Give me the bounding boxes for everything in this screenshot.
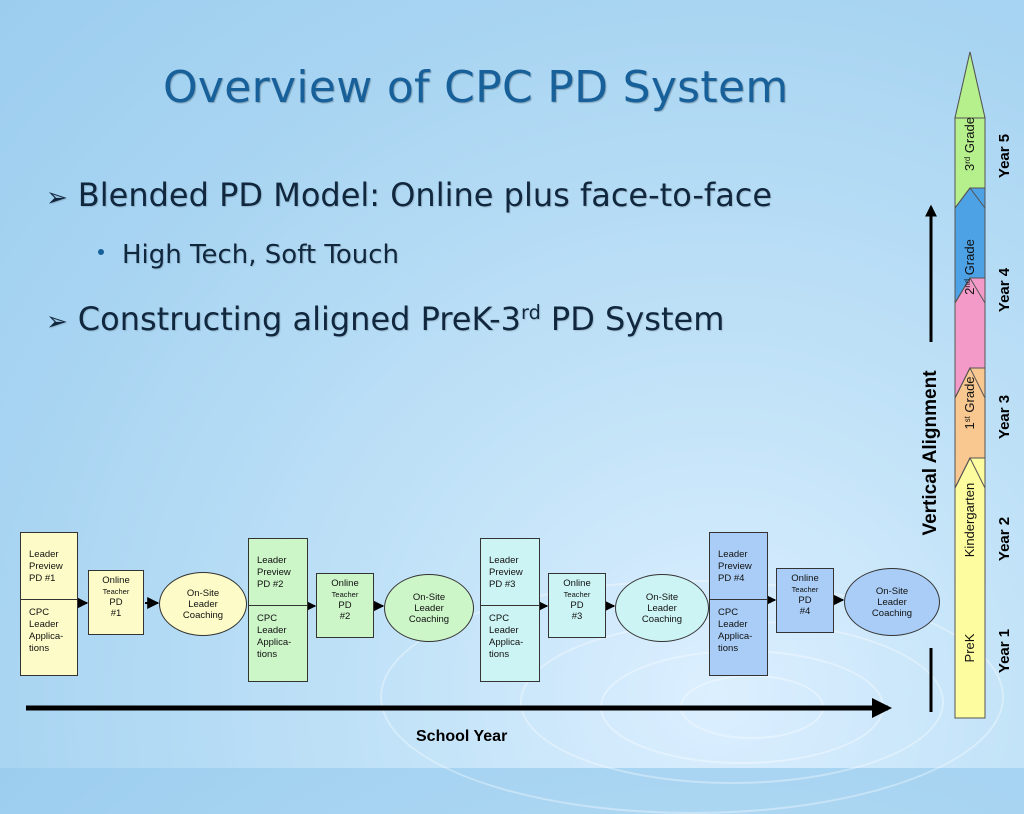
pd-label: PD: [338, 600, 352, 611]
bullet-text-pre: Constructing aligned PreK-3: [77, 300, 522, 338]
grade-column-outline: [954, 117, 986, 719]
grade3-sup: rd: [962, 156, 972, 164]
online-teacher-pd-2: Online Teacher PD #2: [316, 573, 374, 638]
leader-preview-label: Leader Preview PD #2: [257, 555, 291, 590]
box-divider: [21, 599, 77, 600]
slide-title: Overview of CPC PD System: [163, 62, 789, 113]
online-label: Online: [102, 575, 130, 586]
coaching-label: On-Site Leader Coaching: [641, 591, 683, 625]
coaching-oval-1: On-Site Leader Coaching: [159, 572, 247, 636]
leader-preview-label: Leader Preview PD #1: [29, 549, 63, 584]
online-teacher-pd-3: Online Teacher PD #3: [548, 573, 606, 638]
pd-number: #4: [799, 606, 811, 617]
grade2-text: Grade: [962, 239, 977, 279]
school-year-label: School Year: [416, 728, 508, 745]
online-teacher-pd-4: Online Teacher PD #4: [776, 568, 834, 633]
coaching-label: On-Site Leader Coaching: [182, 587, 224, 621]
pd-number: #2: [339, 611, 351, 622]
leader-box-2: Leader Preview PD #2 CPC Leader Applica-…: [248, 538, 308, 682]
leader-applications-label: CPC Leader Applica-tions: [29, 607, 64, 654]
pd-label: PD: [798, 595, 812, 606]
grade1-num: 1: [962, 422, 977, 430]
leader-preview-label: Leader Preview PD #4: [718, 549, 752, 584]
prek-label: PreK: [962, 633, 977, 663]
pd-number: #3: [571, 611, 583, 622]
pd-number: #1: [110, 608, 122, 619]
coaching-oval-3: On-Site Leader Coaching: [615, 574, 709, 642]
sub-bullet-text: High Tech, Soft Touch: [122, 240, 399, 270]
bullet-aligned-system: ➢ Constructing aligned PreK-3rd PD System: [46, 300, 724, 338]
year-2-label: Year 2: [996, 516, 1013, 562]
online-label: Online: [331, 578, 359, 589]
box-divider: [249, 605, 307, 606]
bullet-text-post: PD System: [540, 300, 725, 338]
grade3-num: 3: [962, 163, 977, 171]
year-4-label: Year 4: [996, 267, 1013, 313]
online-teacher-pd-1: Online Teacher PD #1: [88, 570, 144, 635]
year-5-label: Year 5: [996, 133, 1013, 179]
online-label: Online: [791, 573, 819, 584]
teacher-label: Teacher: [563, 590, 591, 599]
teacher-label: Teacher: [331, 590, 359, 599]
pd-label: PD: [109, 597, 123, 608]
grade2-sup: nd: [962, 278, 972, 288]
grade2-label: 2nd Grade: [962, 217, 978, 317]
leader-preview-label: Leader Preview PD #3: [489, 555, 523, 590]
sub-bullet-high-tech: High Tech, Soft Touch: [98, 240, 399, 270]
leader-applications-label: CPC Leader Applica-tions: [718, 607, 753, 654]
box-divider: [481, 605, 539, 606]
box-divider: [710, 599, 767, 600]
teacher-label: Teacher: [102, 587, 130, 596]
grade1-text: Grade: [962, 376, 977, 417]
bullet-blended-model: ➢ Blended PD Model: Online plus face-to-f…: [46, 176, 772, 214]
grade2-num: 2: [962, 287, 977, 295]
leader-box-4: Leader Preview PD #4 CPC Leader Applica-…: [709, 532, 768, 676]
leader-applications-label: CPC Leader Applica-tions: [489, 613, 524, 660]
arrow-bullet-icon: ➢: [46, 183, 68, 213]
arrow-bullet-icon: ➢: [46, 307, 68, 337]
bullet-text: Blended PD Model: Online plus face-to-fa…: [77, 176, 773, 214]
pd-label: PD: [570, 600, 584, 611]
teacher-label: Teacher: [791, 585, 819, 594]
coaching-label: On-Site Leader Coaching: [408, 591, 450, 625]
leader-box-3: Leader Preview PD #3 CPC Leader Applica-…: [480, 538, 540, 682]
bullet-text-sup: rd: [521, 301, 541, 325]
leader-applications-label: CPC Leader Applica-tions: [257, 613, 292, 660]
coaching-label: On-Site Leader Coaching: [871, 585, 913, 619]
grade3-label: 3rd Grade: [962, 94, 978, 194]
coaching-oval-4: On-Site Leader Coaching: [844, 568, 940, 636]
vertical-alignment-label: Vertical Alignment: [920, 370, 941, 536]
coaching-oval-2: On-Site Leader Coaching: [384, 574, 474, 642]
year-1-label: Year 1: [996, 628, 1013, 674]
connector-layer: [26, 51, 986, 719]
grade1-sup: st: [962, 416, 972, 423]
dot-bullet-icon: [98, 248, 104, 255]
leader-box-1: Leader Preview PD #1 CPC Leader Applica-…: [20, 532, 78, 676]
grade1-label: 1st Grade: [962, 353, 978, 453]
kindergarten-label: Kindergarten: [962, 482, 977, 558]
grade3-text: Grade: [962, 117, 977, 157]
year-3-label: Year 3: [996, 394, 1013, 440]
online-label: Online: [563, 578, 591, 589]
